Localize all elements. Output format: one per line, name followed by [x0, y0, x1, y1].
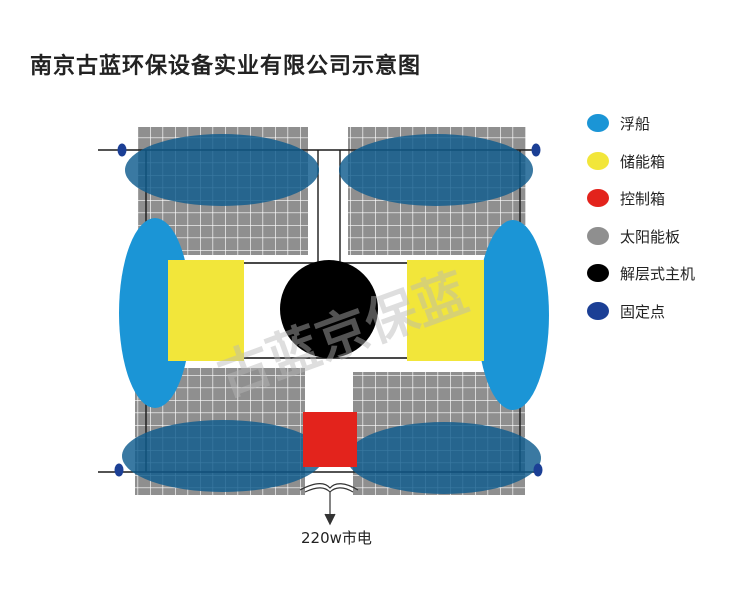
float-pontoon	[125, 134, 319, 206]
anchor-swatch-icon	[587, 301, 609, 320]
legend-label: 储能箱	[620, 152, 666, 171]
float-pontoon	[477, 220, 549, 410]
legend-item-control: 控制箱	[587, 187, 737, 209]
legend-label: 控制箱	[620, 190, 666, 208]
legend-item-battery: 储能箱	[587, 150, 737, 172]
float-swatch-icon	[587, 114, 609, 132]
panel-swatch-icon	[587, 226, 609, 245]
legend-label: 浮船	[620, 115, 651, 133]
anchor-points	[114, 143, 543, 477]
anchor-point	[117, 143, 127, 157]
page-title: 南京古蓝环保设备实业有限公司示意图	[30, 54, 422, 79]
anchor-point	[531, 143, 541, 157]
legend-label: 太阳能板	[620, 227, 681, 246]
float-pontoon	[347, 422, 541, 494]
float-pontoon	[122, 420, 324, 492]
legend-item-float: 浮船	[587, 112, 737, 134]
battery-box	[168, 260, 244, 361]
power-cable	[299, 483, 359, 526]
control-swatch-icon	[587, 189, 609, 207]
battery-swatch-icon	[587, 151, 609, 170]
battery-box	[407, 260, 484, 361]
host-swatch-icon	[587, 264, 609, 282]
anchor-point	[533, 463, 543, 477]
anchor-point	[114, 463, 124, 477]
legend-label: 固定点	[620, 302, 666, 321]
legend-label: 解层式主机	[620, 265, 696, 283]
layered-host-unit	[280, 260, 378, 358]
floats	[119, 134, 549, 494]
control-box	[303, 412, 357, 467]
legend-item-anchor: 固定点	[587, 300, 737, 322]
legend-item-host: 解层式主机	[587, 262, 737, 284]
legend: 浮船 储能箱 控制箱 太阳能板 解层式主机 固定点	[587, 112, 737, 337]
legend-item-panel: 太阳能板	[587, 225, 737, 247]
float-pontoon	[339, 134, 533, 206]
power-supply-label: 220w市电	[301, 529, 372, 547]
